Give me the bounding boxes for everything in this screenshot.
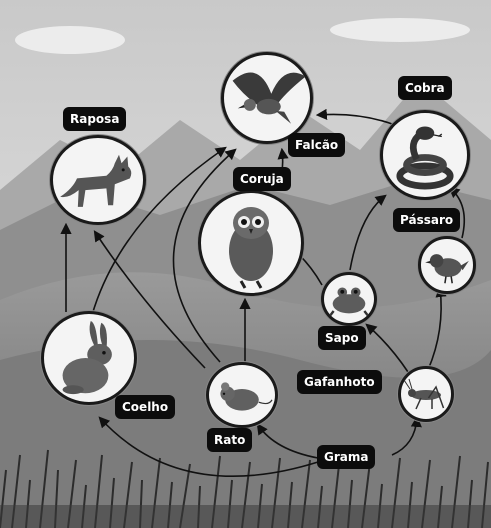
frog-icon xyxy=(324,275,374,323)
snake-node xyxy=(380,110,470,200)
owl-icon xyxy=(201,193,301,293)
mouse-node xyxy=(206,362,278,428)
label-falcao: Falcão xyxy=(288,133,345,157)
bird-node xyxy=(418,236,476,294)
label-cobra: Cobra xyxy=(398,76,452,100)
arrow-grama-gafanhoto xyxy=(392,418,417,455)
label-passaro: Pássaro xyxy=(393,208,460,232)
rabbit-node xyxy=(41,311,137,405)
label-coelho: Coelho xyxy=(115,395,175,419)
label-raposa: Raposa xyxy=(63,107,126,131)
arrow-sapo-cobra xyxy=(350,196,385,270)
label-rato: Rato xyxy=(207,428,252,452)
hawk-node xyxy=(221,52,313,144)
label-gafanhoto: Gafanhoto xyxy=(297,370,382,394)
grasshopper-node xyxy=(398,366,454,422)
arrow-gafanhoto-sapo xyxy=(367,325,408,372)
arrow-grama-rato xyxy=(258,425,318,458)
label-sapo: Sapo xyxy=(318,326,366,350)
rabbit-icon xyxy=(44,314,134,402)
owl-node xyxy=(198,190,304,296)
mouse-icon xyxy=(209,365,275,425)
bird-icon xyxy=(421,239,473,291)
arrow-gafanhoto-passaro xyxy=(428,288,441,370)
label-grama: Grama xyxy=(317,445,375,469)
fox-icon xyxy=(53,138,143,222)
grasshopper-icon xyxy=(401,369,451,419)
hawk-icon xyxy=(224,55,310,141)
label-coruja: Coruja xyxy=(233,167,291,191)
snake-icon xyxy=(383,113,467,197)
fox-node xyxy=(50,135,146,225)
frog-node xyxy=(321,272,377,326)
